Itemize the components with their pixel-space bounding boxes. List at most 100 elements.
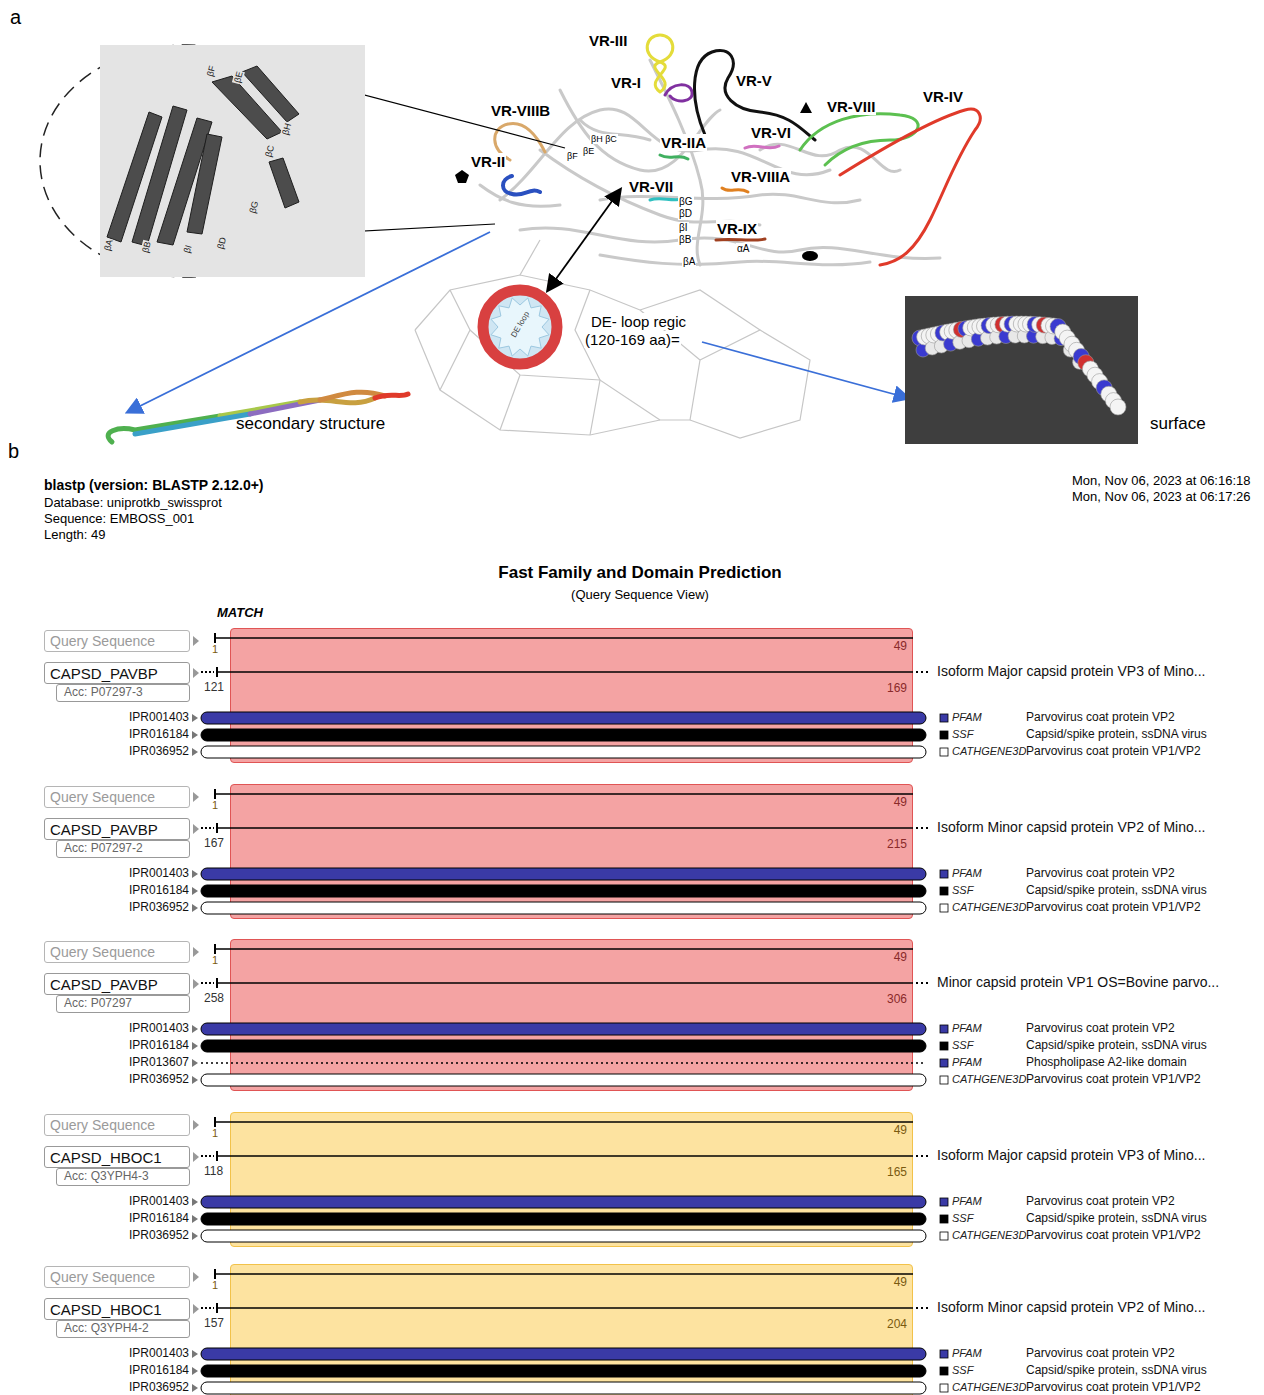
accession-box: Acc: Q3YPH4-3 — [56, 1168, 190, 1186]
text-label: PFAM — [952, 711, 982, 724]
text-label: 121 — [204, 681, 224, 695]
dots — [916, 827, 930, 829]
secondary-structure-ribbon — [108, 392, 408, 442]
query-track — [215, 637, 913, 639]
accession-box: Acc: Q3YPH4-2 — [56, 1320, 190, 1338]
beta-strand — [187, 134, 222, 234]
match-band: 49169 — [230, 628, 913, 763]
source-swatch — [940, 870, 948, 878]
text-label: βA — [682, 256, 696, 268]
variable-region-loops-part — [647, 35, 673, 92]
text-label: PFAM — [952, 867, 982, 880]
text-label: IPR016184 — [129, 1364, 189, 1378]
tick — [216, 1303, 218, 1313]
expand-arrow — [193, 1272, 199, 1282]
text-label: IPR016184 — [129, 728, 189, 742]
dots — [201, 1155, 214, 1157]
surface-panel-part — [905, 296, 1138, 444]
expand-arrow — [192, 714, 198, 722]
surface-panel — [905, 296, 1138, 444]
query-box: Query Sequence — [44, 1266, 190, 1288]
text-label: Isoform Minor capsid protein VP2 of Mino… — [937, 819, 1205, 835]
text-label: PFAM — [952, 1347, 982, 1360]
text-label: VR-III — [588, 32, 628, 49]
dots — [201, 827, 214, 829]
text-label: 1 — [212, 954, 218, 967]
domain-bar — [201, 1196, 926, 1208]
text-label: IPR016184 — [129, 1212, 189, 1226]
text-label: Database: uniprotkb_swissprot — [44, 496, 222, 511]
text-label: Parvovirus coat protein VP2 — [1026, 711, 1175, 725]
expand-arrow — [193, 1152, 199, 1162]
text-label: Capsid/spike protein, ssDNA virus — [1026, 1039, 1207, 1053]
text-label: VR-VI — [750, 124, 792, 141]
match-band: 49306 — [230, 939, 913, 1091]
accession-box: Acc: P07297 — [56, 995, 190, 1013]
source-swatch — [940, 1367, 948, 1375]
variable-region-loops-part — [745, 146, 779, 148]
domain-bar — [201, 1230, 926, 1242]
tick — [216, 823, 218, 833]
domain-bar — [201, 746, 926, 758]
structure-inset: βFβEβHβCβGβDβAβBβI — [37, 42, 372, 280]
domain-bar — [201, 729, 926, 741]
text-label: 49 — [894, 1276, 907, 1290]
text-label: 1 — [212, 1127, 218, 1140]
text-label: a — [10, 6, 21, 29]
source-swatch — [940, 1384, 948, 1392]
text-label: VR-V — [735, 72, 773, 89]
tick — [214, 1117, 216, 1127]
ring-star — [491, 298, 549, 356]
domain-bar — [201, 1382, 926, 1394]
text-label: Phospholipase A2-like domain — [1026, 1056, 1187, 1070]
dots — [201, 982, 214, 984]
dots — [201, 1307, 214, 1309]
text-label: IPR001403 — [129, 1022, 189, 1036]
text-label: IPR013607 — [129, 1056, 189, 1070]
text-label: SSF — [952, 728, 973, 741]
text-label: IPR016184 — [129, 884, 189, 898]
source-swatch — [940, 748, 948, 756]
text-label: MATCH — [217, 606, 263, 621]
text-label: Parvovirus coat protein VP1/VP2 — [1026, 1381, 1201, 1395]
text-label: PFAM — [952, 1056, 982, 1069]
tick — [214, 944, 216, 954]
text-label: IPR001403 — [129, 711, 189, 725]
text-label: 1 — [212, 799, 218, 812]
text-label: 49 — [894, 796, 907, 810]
text-label: DE- loop regic — [590, 313, 687, 330]
text-label: VR-II — [470, 153, 506, 170]
hit-track — [217, 827, 913, 829]
text-label: 157 — [204, 1317, 224, 1331]
text-label: βF — [566, 151, 579, 161]
dots — [916, 671, 930, 673]
text-label: VR-VIIIA — [730, 168, 791, 185]
text-label: Capsid/spike protein, ssDNA virus — [1026, 728, 1207, 742]
text-label: SSF — [952, 1364, 973, 1377]
text-label: Acc: P07297-2 — [64, 842, 143, 856]
text-label: βB — [678, 234, 692, 246]
expand-arrow — [192, 748, 198, 756]
de-loop-grid-part — [500, 375, 520, 430]
text-label: b — [8, 440, 19, 463]
query-track — [215, 793, 913, 795]
expand-arrow — [193, 979, 199, 989]
expand-arrow — [192, 1198, 198, 1206]
text-label: Isoform Major capsid protein VP3 of Mino… — [937, 1147, 1205, 1163]
text-label: Capsid/spike protein, ssDNA virus — [1026, 1364, 1207, 1378]
domain-bar — [201, 1040, 926, 1052]
beta-strand — [242, 66, 299, 122]
expand-arrow — [192, 1025, 198, 1033]
beta-strand — [269, 158, 299, 208]
text-label: 49 — [894, 640, 907, 654]
source-swatch — [940, 904, 948, 912]
expand-arrow — [192, 904, 198, 912]
text-label: Mon, Nov 06, 2023 at 06:16:18 — [1072, 474, 1251, 489]
domain-bar — [201, 902, 926, 914]
text-label: Query Sequence — [50, 1117, 155, 1133]
capsid-backbone — [480, 60, 940, 265]
text-label: Query Sequence — [50, 633, 155, 649]
source-swatch — [940, 1025, 948, 1033]
expand-arrow — [193, 792, 199, 802]
